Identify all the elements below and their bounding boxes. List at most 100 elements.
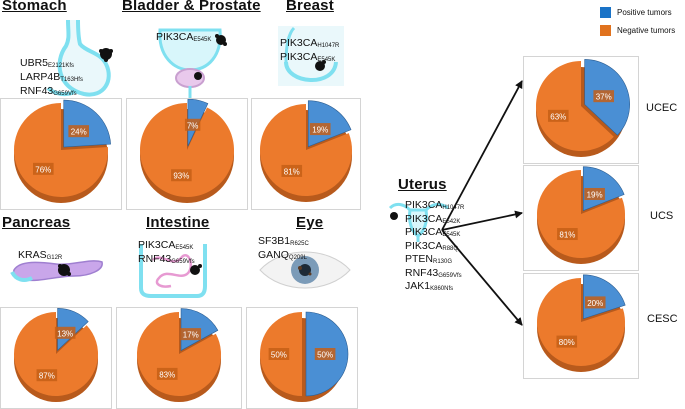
data-label-positive: 50% [314,348,336,360]
legend-label-positive: Positive tumors [617,8,672,17]
pie-slice-negative [139,103,234,197]
data-label-positive: 19% [584,187,605,200]
mutation-list-intestine: PIK3CAE545K RNF43G659Vfs [138,240,195,268]
pie-chart-cesc: 20% 80% [523,273,639,379]
intestine-icon [139,244,207,298]
mutation-list-pancreas: KRASG12R [18,250,62,264]
data-label-positive: 17% [180,328,202,341]
mutation-item: PIK3CAE542K [405,212,461,225]
breast-icon [278,26,344,86]
svg-text:50%: 50% [271,351,287,360]
svg-text:83%: 83% [159,370,175,379]
data-label-negative: 76% [33,162,54,175]
pie-chart-ucs: 19% 81% [523,165,639,271]
pie-chart-eye: 50% 50% [246,307,358,409]
data-label-negative: 81% [557,228,578,241]
stomach-icon [46,19,113,97]
mutation-item: LARP4BT163Hfs [20,71,83,84]
data-label-positive: 7% [184,118,201,131]
mutation-item: UBR5E2121Kfs [20,57,75,70]
svg-text:87%: 87% [39,372,55,381]
subtype-label-ucs: UCS [650,210,674,222]
data-label-positive: 19% [309,123,331,136]
mutation-list-breast: PIK3CAH1047R PIK3CAE545K [280,38,339,66]
svg-text:17%: 17% [183,331,199,340]
organ-title-breast: Breast [286,0,334,14]
data-label-negative: 63% [547,109,569,122]
data-label-negative: 83% [156,367,178,380]
data-label-positive: 20% [584,296,606,309]
organ-title-eye: Eye [296,214,324,231]
legend-item-negative: Negative tumors [600,25,675,36]
data-label-negative: 81% [281,164,303,177]
mutation-item: PIK3CAH1047R [280,37,340,50]
legend-item-positive: Positive tumors [600,7,675,18]
arrow-to-ucec [441,80,523,231]
mutation-item: PIK3CAE545K [156,31,212,44]
mutation-item: KRASG12R [18,249,63,262]
mutation-item: JAK1K860Nfs [405,280,454,292]
organ-title-pancreas: Pancreas [2,214,71,231]
mutation-item: PIK3CAE545K [138,239,194,252]
legend-label-negative: Negative tumors [617,26,676,35]
svg-text:13%: 13% [57,329,73,338]
mutation-item: SF3B1R625C [258,235,309,248]
subtype-label-cesc: CESC [647,313,678,325]
mutation-item: PIK3CAR88Q [405,239,459,252]
svg-text:24%: 24% [71,128,87,137]
svg-text:37%: 37% [596,93,612,102]
mutation-item: PIK3CAE545K [405,226,461,238]
svg-text:81%: 81% [559,231,575,240]
data-label-negative: 80% [556,335,578,348]
data-label-negative: 87% [36,369,58,382]
pie-chart-stomach: 24% 76% [0,98,122,210]
uterus-icon [388,202,449,242]
svg-text:81%: 81% [284,167,300,176]
svg-text:93%: 93% [173,172,189,181]
legend: Positive tumors Negative tumors [600,7,675,43]
mutation-list-stomach: UBR5E2121Kfs LARP4BT163Hfs RNF43G659Vfs [20,58,83,100]
svg-text:50%: 50% [317,351,333,360]
data-label-positive: 24% [68,125,89,138]
mutation-item: GANQQ209L [258,249,307,262]
eye-icon [259,251,351,289]
svg-text:19%: 19% [587,190,603,199]
svg-text:7%: 7% [187,121,199,130]
mutation-item: PIK3CAE545K [280,51,336,64]
pie-slice-negative [13,312,98,396]
mutation-item: RNF43G659Vfs [20,85,77,98]
mutation-item: PTENR130G [405,253,453,265]
data-label-negative: 93% [171,169,192,182]
mutation-list-eye: SF3B1R625C GANQQ209L [258,236,309,264]
data-label-positive: 13% [54,326,76,339]
mutation-item: RNF43G659Vfs [405,266,462,279]
subtype-label-ucec: UCEC [646,102,678,114]
svg-text:20%: 20% [587,299,603,308]
pie-slice-positive [63,99,111,148]
organ-title-bladder-prostate: Bladder & Prostate [122,0,261,14]
pie-slice-negative [536,61,614,151]
legend-swatch-positive [600,7,611,18]
arrow-to-cesc [441,229,523,326]
subtype-arrows [441,80,523,326]
pie-chart-intestine: 17% 83% [116,307,242,409]
organ-title-uterus: Uterus [398,176,447,193]
bladder-prostate-icon [158,28,227,98]
pie-chart-bladder-prostate: 7% 93% [126,98,248,210]
svg-text:63%: 63% [550,112,566,121]
arrow-to-ucs [441,210,523,231]
data-label-positive: 37% [593,90,615,103]
organ-title-stomach: Stomach [2,0,67,14]
pie-chart-pancreas: 13% 87% [0,307,112,409]
mutation-list-bladder-prostate: PIK3CAE545K [156,32,211,46]
pie-chart-breast: 19% 81% [251,98,361,210]
pie-chart-ucec: 37% 63% [523,56,639,164]
svg-text:80%: 80% [559,338,575,347]
pancreas-icon [10,260,103,282]
organ-title-intestine: Intestine [146,214,210,231]
svg-text:19%: 19% [312,126,328,135]
svg-text:76%: 76% [35,165,51,174]
mutation-item: RNF43G659Vfs [138,253,195,266]
legend-swatch-negative [600,25,611,36]
